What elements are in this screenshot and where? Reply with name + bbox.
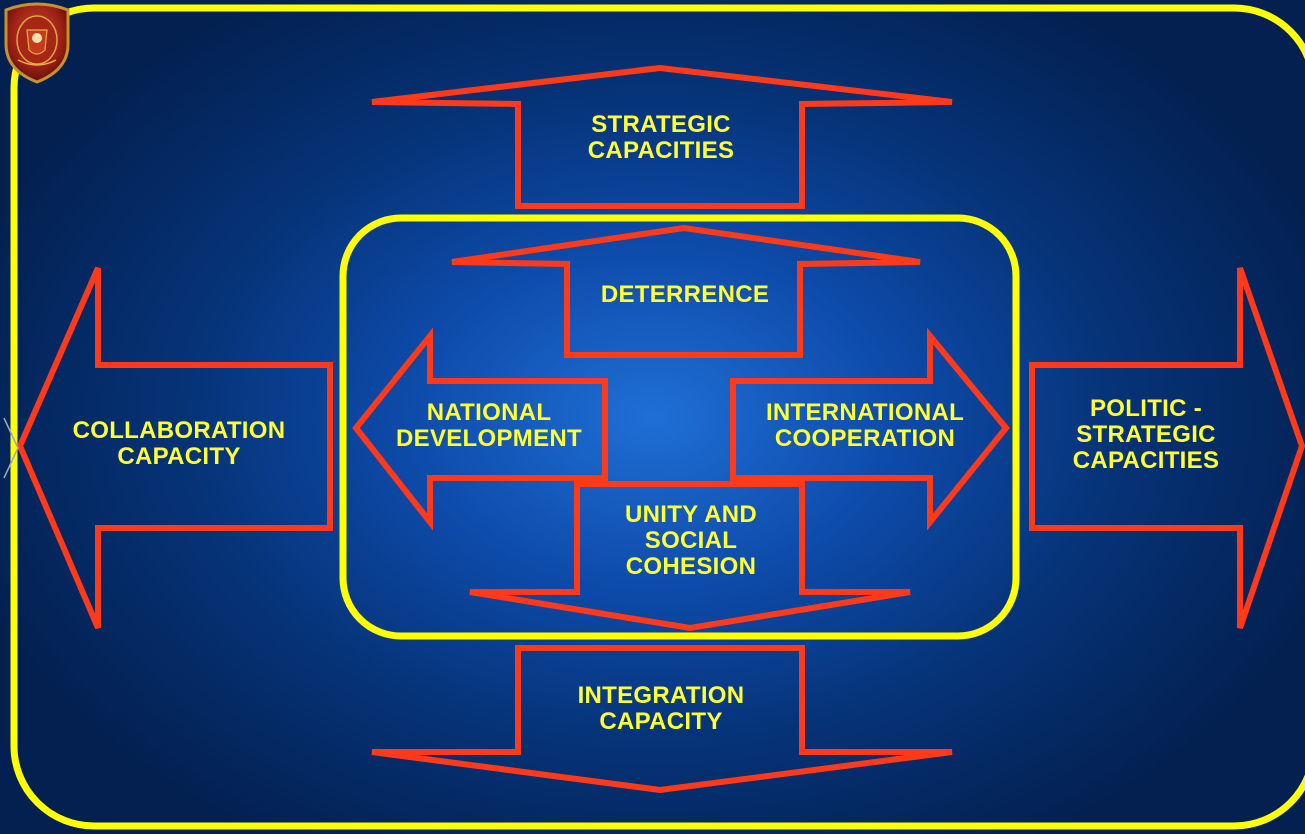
- label-international-cooperation: INTERNATIONAL COOPERATION: [765, 399, 965, 452]
- edge-mark: [3, 417, 19, 479]
- label-national-development: NATIONAL DEVELOPMENT: [396, 399, 582, 452]
- arrow-unity-social-cohesion: [469, 481, 911, 632]
- label-politic-strategic-capacities: POLITIC - STRATEGIC CAPACITIES: [1072, 395, 1220, 474]
- army-crest-icon: [4, 2, 70, 84]
- arrow-international-cooperation: [730, 327, 1010, 531]
- arrow-integration-capacity: [371, 645, 953, 794]
- label-unity-social-cohesion: UNITY AND SOCIAL COHESION: [624, 501, 758, 580]
- inner-frame: [339, 214, 1020, 640]
- arrow-deterrence: [451, 224, 921, 358]
- label-integration-capacity: INTEGRATION CAPACITY: [577, 682, 745, 735]
- outer-frame: [10, 4, 1305, 830]
- arrow-collaboration-capacity: [16, 266, 333, 630]
- label-strategic-capacities: STRATEGIC CAPACITIES: [587, 111, 735, 164]
- label-collaboration-capacity: COLLABORATION CAPACITY: [72, 417, 286, 470]
- label-deterrence: DETERRENCE: [600, 281, 770, 308]
- arrow-strategic-capacities: [371, 64, 953, 209]
- arrow-national-development: [352, 327, 608, 531]
- arrow-politic-strategic-capacities: [1029, 267, 1305, 629]
